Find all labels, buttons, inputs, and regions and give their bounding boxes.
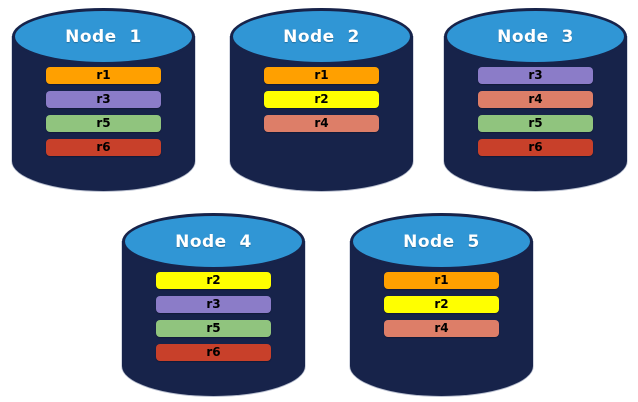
replica-bar: r5 [156, 320, 271, 337]
cylinder-top-ellipse: Node 1 [12, 8, 195, 65]
cylinder-top-ellipse: Node 2 [230, 8, 413, 65]
node-title: Node 4 [175, 231, 252, 252]
replica-bar: r2 [264, 91, 379, 108]
node-4: Node 4 r2 r3 r5 r6 [122, 213, 305, 396]
replica-bar: r1 [384, 272, 499, 289]
node-1: Node 1 r1 r3 r5 r6 [12, 8, 195, 191]
node-3: Node 3 r3 r4 r5 r6 [444, 8, 627, 191]
replica-bar: r3 [156, 296, 271, 313]
replica-bar: r1 [46, 67, 161, 84]
replica-bar: r4 [384, 320, 499, 337]
replica-bar: r4 [478, 91, 593, 108]
replica-list: r3 r4 r5 r6 [444, 67, 627, 156]
replica-list: r1 r2 r4 [230, 67, 413, 132]
replica-bar: r6 [46, 139, 161, 156]
replica-bar: r6 [478, 139, 593, 156]
replica-bar: r1 [264, 67, 379, 84]
replica-bar: r6 [156, 344, 271, 361]
replica-list: r1 r2 r4 [350, 272, 533, 337]
replica-list: r2 r3 r5 r6 [122, 272, 305, 361]
cylinder-top-ellipse: Node 5 [350, 213, 533, 270]
replica-bar: r3 [478, 67, 593, 84]
node-5: Node 5 r1 r2 r4 [350, 213, 533, 396]
replica-bar: r5 [478, 115, 593, 132]
node-title: Node 2 [283, 26, 360, 47]
cylinder-top-ellipse: Node 4 [122, 213, 305, 270]
replica-bar: r3 [46, 91, 161, 108]
node-2: Node 2 r1 r2 r4 [230, 8, 413, 191]
cylinder-top-ellipse: Node 3 [444, 8, 627, 65]
node-title: Node 5 [403, 231, 480, 252]
replica-bar: r2 [156, 272, 271, 289]
replica-bar: r4 [264, 115, 379, 132]
replica-bar: r2 [384, 296, 499, 313]
replica-bar: r5 [46, 115, 161, 132]
replica-list: r1 r3 r5 r6 [12, 67, 195, 156]
node-title: Node 1 [65, 26, 142, 47]
node-title: Node 3 [497, 26, 574, 47]
